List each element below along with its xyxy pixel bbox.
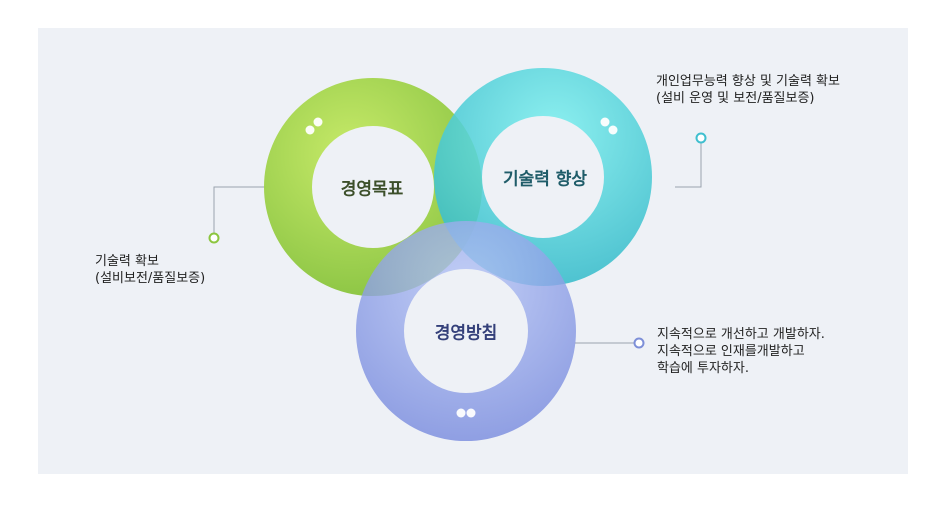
top-right-connector-marker [695, 132, 707, 144]
bottom-right-note-line: 지속적으로 개선하고 개발하자. [657, 327, 825, 342]
top-right-connector-line [675, 140, 702, 188]
ring-goal-dot [305, 125, 315, 135]
bottom-right-connector-marker [633, 337, 645, 349]
ring-goal-title: 경영목표 [340, 179, 404, 200]
left-note-line: (설비보전/품질보증) [95, 271, 206, 286]
top-right-note-line: 개인업무능력 향상 및 기술력 확보 [656, 74, 840, 89]
top-right-note: 개인업무능력 향상 및 기술력 확보 (설비 운영 및 보전/품질보증) [656, 73, 840, 107]
left-note: 기술력 확보 (설비보전/품질보증) [95, 253, 205, 287]
top-right-note-line: (설비 운영 및 보전/품질보증) [656, 91, 815, 106]
bottom-right-note: 지속적으로 개선하고 개발하자. 지속적으로 인재를개발하고 학습에 투자하자. [657, 326, 825, 377]
bottom-right-note-line: 지속적으로 인재를개발하고 [657, 344, 805, 359]
ring-skill-dot [600, 117, 610, 127]
ring-policy-title: 경영방침 [434, 323, 498, 344]
ring-skill-dot [608, 125, 618, 135]
left-connector-marker [208, 232, 220, 244]
bottom-right-note-line: 학습에 투자하자. [657, 361, 749, 376]
ring-goal-dot [313, 117, 323, 127]
ring-policy [355, 220, 577, 442]
ring-policy-dot [456, 408, 466, 418]
left-connector-line [213, 186, 266, 236]
ring-skill-title: 기술력 향상 [502, 169, 588, 190]
left-note-line: 기술력 확보 [95, 254, 159, 269]
ring-policy-dot [466, 408, 476, 418]
